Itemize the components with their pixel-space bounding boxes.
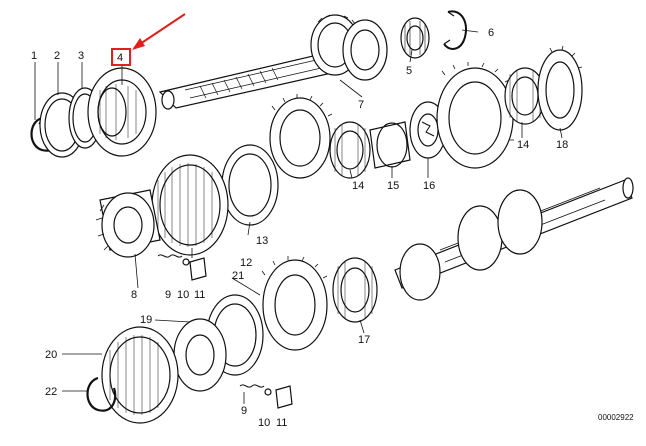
- callout-6: 6: [488, 27, 494, 39]
- callout-4: 4: [117, 52, 123, 64]
- synchro-sleeve-part-20: [101, 326, 179, 424]
- callout-2: 2: [54, 50, 60, 62]
- callout-19: 19: [140, 314, 152, 326]
- large-gear-upper-right: [436, 62, 514, 169]
- detent-spring-set-lower: [239, 384, 293, 409]
- lower-shaft: [394, 177, 634, 301]
- callout-20: 20: [45, 349, 57, 361]
- callout-5: 5: [406, 65, 412, 77]
- callout-10b: 10: [258, 417, 270, 429]
- callout-15: 15: [387, 180, 399, 192]
- needle-bearing-part-14: [329, 121, 371, 179]
- callout-11b: 11: [276, 417, 287, 429]
- highlight-arrow-head: [132, 38, 145, 50]
- upper-shaft: [158, 51, 347, 110]
- needle-bearing-part-14-right: [504, 67, 546, 125]
- synchro-hub-part-8: [95, 189, 161, 258]
- callout-12: 12: [240, 257, 252, 269]
- callout-13: 13: [256, 235, 268, 247]
- callout-labels: 1 2 3 4 5 6 7 8 9 10 11 12 13 14 15 16 1…: [31, 27, 634, 429]
- highlight-annotation: [111, 13, 186, 66]
- needle-bearing-part-17: [332, 257, 378, 323]
- callout-9b: 9: [241, 405, 247, 417]
- sleeve-part-15: [369, 121, 411, 169]
- callout-11: 11: [194, 289, 205, 301]
- callout-16: 16: [423, 180, 435, 192]
- callout-17: 17: [358, 334, 370, 346]
- synchro-ring-part-13: [221, 144, 279, 226]
- callout-1: 1: [31, 50, 37, 62]
- synchro-hub-lower: [173, 318, 227, 392]
- synchro-sleeve-part-12: [151, 154, 229, 256]
- callout-21: 21: [232, 270, 244, 282]
- upper-cluster-gear: [310, 14, 388, 81]
- bearing-part-5: [400, 17, 430, 59]
- leader-lines: [34, 29, 563, 404]
- circlip-part-22: [86, 376, 117, 412]
- callout-14b: 14: [517, 139, 529, 151]
- callout-22: 22: [45, 386, 57, 398]
- snap-ring-part-6: [443, 10, 467, 50]
- callout-3: 3: [78, 50, 84, 62]
- callout-18: 18: [556, 139, 568, 151]
- callout-10: 10: [177, 289, 189, 301]
- gear-part-21: [261, 256, 328, 351]
- callout-14a: 14: [352, 180, 364, 192]
- highlight-box: [111, 48, 131, 66]
- callout-7: 7: [358, 99, 364, 111]
- gear-part-18: [537, 45, 583, 131]
- callout-8: 8: [131, 289, 137, 301]
- detent-spring-set-upper: [157, 254, 207, 281]
- callout-9: 9: [165, 289, 171, 301]
- gear-part-7: [269, 94, 333, 179]
- reference-code: 00002922: [598, 413, 634, 422]
